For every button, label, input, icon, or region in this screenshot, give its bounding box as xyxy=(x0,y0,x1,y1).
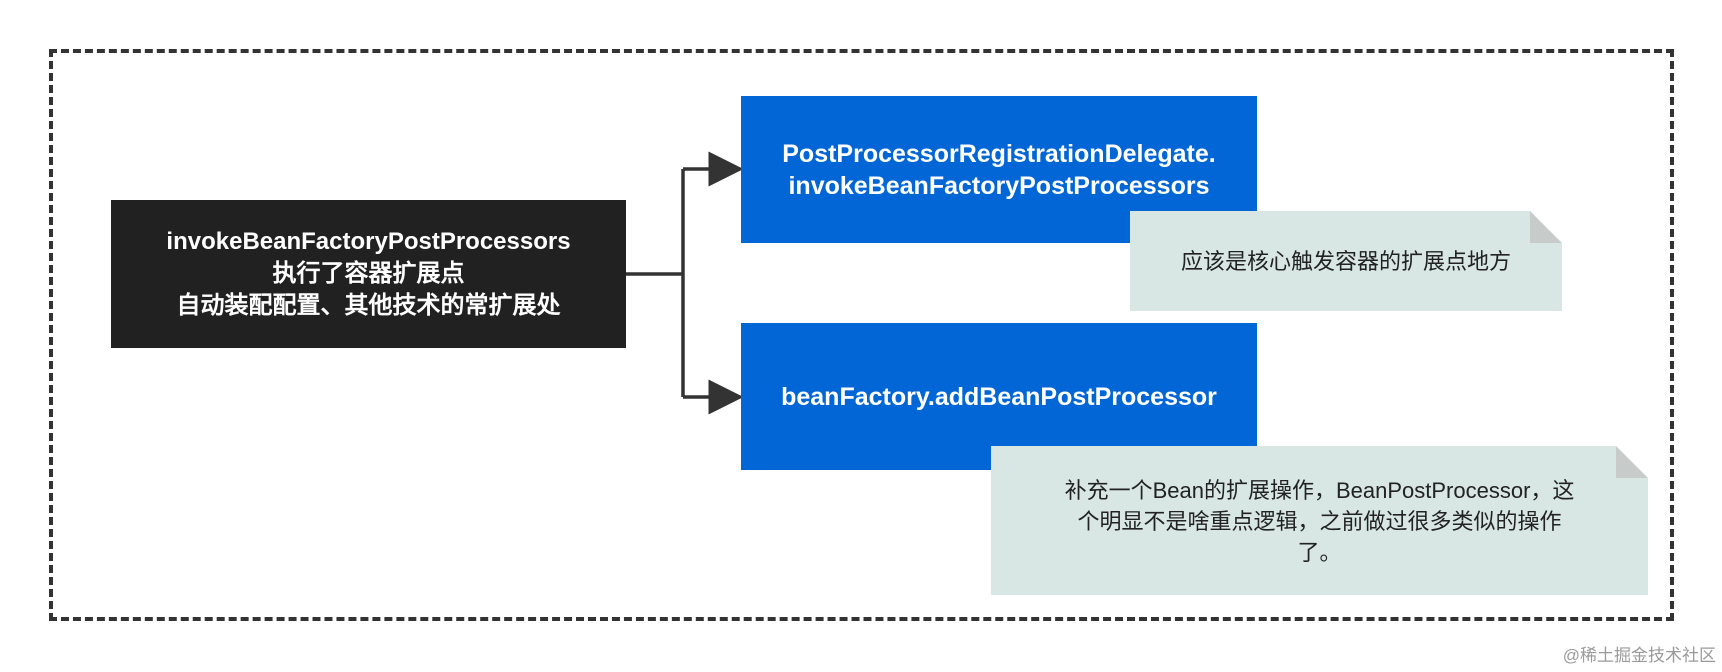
note-line: 了。 xyxy=(1297,540,1342,565)
target-line: invokeBeanFactoryPostProcessors xyxy=(788,171,1210,200)
source-line: 执行了容器扩展点 xyxy=(272,260,465,287)
target-node-add-bean-post-processor: beanFactory.addBeanPostProcessor xyxy=(741,323,1257,470)
target-node-delegate: PostProcessorRegistrationDelegate. invok… xyxy=(741,96,1257,243)
note-bean-post-processor: 补充一个Bean的扩展操作，BeanPostProcessor，这 个明显不是啥… xyxy=(991,446,1648,595)
target-line: PostProcessorRegistrationDelegate. xyxy=(782,139,1216,168)
note-line: 个明显不是啥重点逻辑，之前做过很多类似的操作 xyxy=(1077,509,1562,534)
watermark: @稀土掘金技术社区 xyxy=(1562,646,1716,665)
source-line: invokeBeanFactoryPostProcessors xyxy=(166,228,571,255)
note-line: 补充一个Bean的扩展操作，BeanPostProcessor，这 xyxy=(1064,478,1575,503)
source-line: 自动装配配置、其他技术的常扩展处 xyxy=(176,292,561,319)
dashed-frame xyxy=(49,49,1674,621)
target-line: beanFactory.addBeanPostProcessor xyxy=(781,382,1217,411)
note-core-extension-point: 应该是核心触发容器的扩展点地方 xyxy=(1130,211,1562,311)
source-node: invokeBeanFactoryPostProcessors 执行了容器扩展点… xyxy=(111,200,626,348)
note-line: 应该是核心触发容器的扩展点地方 xyxy=(1180,248,1511,274)
